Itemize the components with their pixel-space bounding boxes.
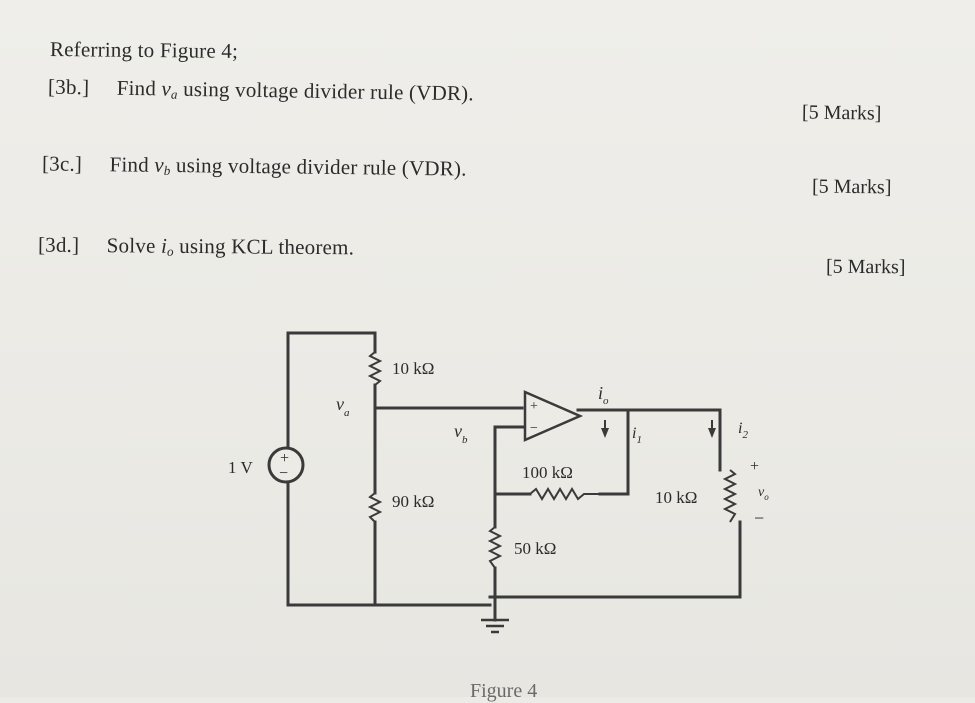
label-r-load: 10 kΩ — [655, 488, 697, 507]
resistor-100k — [529, 487, 600, 501]
source-minus: − — [279, 465, 288, 482]
source-plus: + — [280, 450, 289, 467]
label-i1: i1 — [632, 425, 642, 446]
arrow-i1 — [601, 428, 609, 438]
opamp — [523, 390, 584, 442]
label-vo-minus: − — [754, 508, 764, 528]
label-vo-plus: + — [750, 458, 759, 475]
opamp-minus: − — [530, 421, 538, 436]
wire-left-loop — [286, 331, 377, 450]
figure-caption: Figure 4 — [470, 680, 538, 702]
arrow-i2 — [708, 428, 716, 438]
label-r-100k: 100 kΩ — [522, 463, 573, 482]
label-r-90k: 90 kΩ — [392, 492, 434, 511]
label-va: va — [336, 394, 350, 419]
resistor-10k-load — [722, 469, 738, 523]
voltage-source — [267, 446, 305, 484]
opamp-plus: + — [530, 399, 538, 414]
resistor-10k-top — [367, 351, 383, 386]
label-io: io — [598, 383, 609, 407]
label-r-top: 10 kΩ — [392, 359, 434, 378]
label-source: 1 V — [228, 458, 253, 477]
resistor-50k — [487, 526, 503, 569]
label-i2: i2 — [738, 420, 748, 441]
label-vo: vo — [758, 485, 769, 502]
resistor-90k — [367, 492, 383, 523]
label-vb: vb — [454, 421, 468, 446]
ground-symbol — [481, 618, 509, 634]
label-r-50k: 50 kΩ — [514, 539, 556, 558]
wire-source-bottom — [286, 480, 492, 607]
